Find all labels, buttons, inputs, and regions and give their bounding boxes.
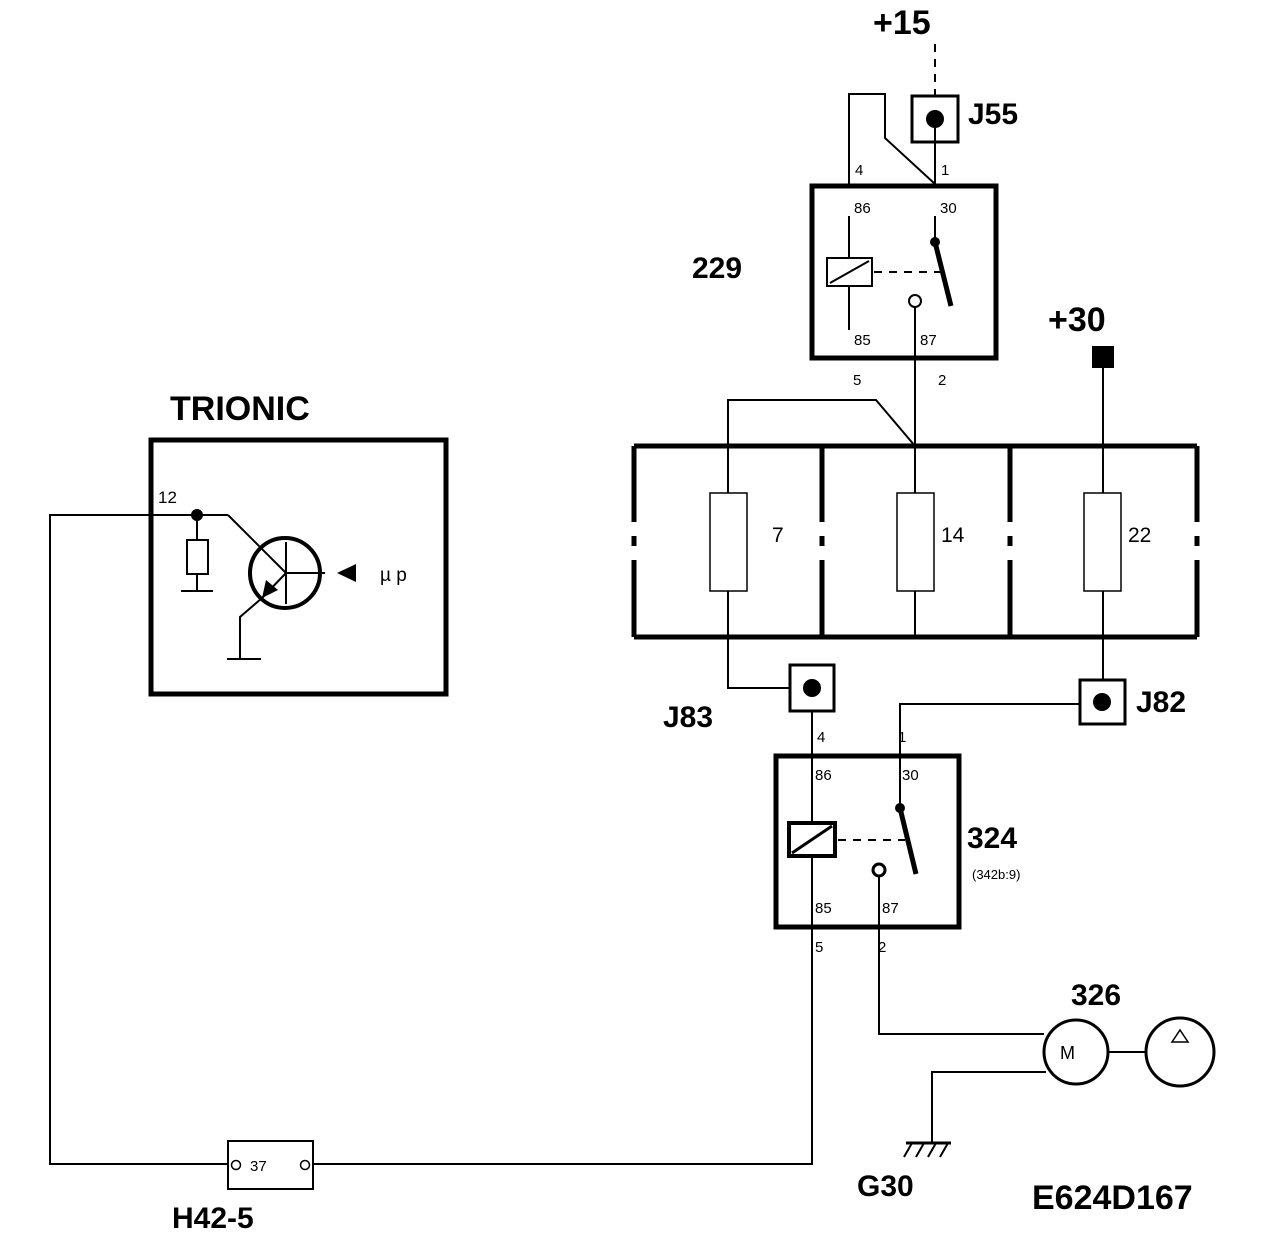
wire-324-85-to-h42	[313, 927, 813, 1165]
connector-h42-5	[227, 1140, 314, 1190]
fuse-22	[1083, 492, 1122, 592]
wire-trionic-to-h42	[49, 514, 228, 1165]
fuse-22-label: 22	[1128, 524, 1151, 547]
relay-229-pin-2: 2	[938, 372, 946, 389]
relay-324-pin87-contact	[871, 862, 887, 878]
diagram-code: E624D167	[1032, 1179, 1193, 1217]
label-trionic: TRIONIC	[170, 390, 310, 428]
relay-324-pin-87: 87	[882, 900, 899, 917]
wire-324-87-to-motor	[878, 927, 1044, 1035]
trionic-emitter-arrow-icon	[262, 580, 278, 598]
pump-triangle-icon	[1170, 1028, 1190, 1043]
ground-g30-icon	[903, 1141, 951, 1158]
relay-324-pin-5: 5	[815, 939, 823, 956]
motor-326	[1042, 1018, 1110, 1086]
fuse-14	[896, 492, 935, 592]
relay-324-coil-slash	[791, 824, 833, 855]
trionic-ecu	[148, 437, 449, 697]
fuse-14-label: 14	[941, 524, 965, 547]
connector-h42-5-pin-37: 37	[250, 1158, 267, 1175]
relay-229-pin-86: 86	[854, 200, 871, 217]
relay-324-pin-1: 1	[898, 729, 906, 746]
relay-229-pin-87: 87	[920, 332, 937, 349]
relay-229-pin-5: 5	[853, 372, 861, 389]
relay-324-pin-2: 2	[878, 939, 886, 956]
trionic-up-label: µ p	[380, 565, 407, 586]
trionic-collector-diag	[227, 514, 287, 574]
relay-229-pin87-contact	[908, 294, 922, 308]
wire-229-86-feed	[848, 93, 936, 186]
relay-324-pin-85: 85	[815, 900, 832, 917]
relay-229-pin-4: 4	[855, 162, 863, 179]
label-j83: J83	[663, 701, 713, 734]
relay-324-pin-4: 4	[817, 729, 825, 746]
trionic-input-arrow-icon	[337, 564, 356, 582]
label-relay-324-ref: (342b:9)	[972, 867, 1020, 882]
relay-229-coil-slash	[829, 260, 870, 284]
label-j55: J55	[968, 98, 1018, 131]
wire-j82-to-324-30	[899, 703, 1080, 806]
label-plus15: +15	[873, 4, 931, 42]
motor-326-label: M	[1060, 1043, 1075, 1063]
relay-229	[809, 183, 999, 361]
relay-229-switch-contact	[932, 241, 954, 307]
relay-324-switch-contact	[897, 807, 919, 875]
relay-324-pin-30: 30	[902, 767, 919, 784]
relay-229-pin-30: 30	[940, 200, 957, 217]
label-j82: J82	[1136, 686, 1186, 719]
relay-229-pin-85: 85	[854, 332, 871, 349]
label-h42-5: H42-5	[172, 1202, 254, 1235]
wire-fusebox-to-j83	[727, 399, 916, 689]
terminal-plus30	[1092, 346, 1114, 368]
connector-j55-dot	[926, 110, 944, 128]
connector-h42-5-pin-right	[299, 1159, 311, 1171]
label-relay-324: 324	[967, 822, 1017, 855]
trionic-resistor	[186, 539, 209, 575]
trionic-pin-12: 12	[158, 488, 177, 507]
wire-motor-to-ground	[931, 1071, 1046, 1143]
label-relay-229: 229	[692, 252, 742, 285]
connector-j82	[1078, 678, 1127, 726]
label-g30: G30	[857, 1170, 914, 1203]
relay-324	[773, 753, 962, 930]
pump-icon	[1144, 1016, 1216, 1088]
relay-324-pin-86: 86	[815, 767, 832, 784]
fuse-7-label: 7	[772, 524, 784, 547]
connector-j82-dot	[1093, 693, 1111, 711]
connector-j83-dot	[803, 679, 821, 697]
relay-229-pin-1: 1	[941, 162, 949, 179]
trionic-emitter-wire	[239, 597, 263, 659]
connector-h42-5-pin-left	[230, 1159, 242, 1171]
fuse-7	[709, 492, 748, 592]
label-plus30: +30	[1048, 301, 1106, 339]
label-motor-326: 326	[1071, 979, 1121, 1012]
